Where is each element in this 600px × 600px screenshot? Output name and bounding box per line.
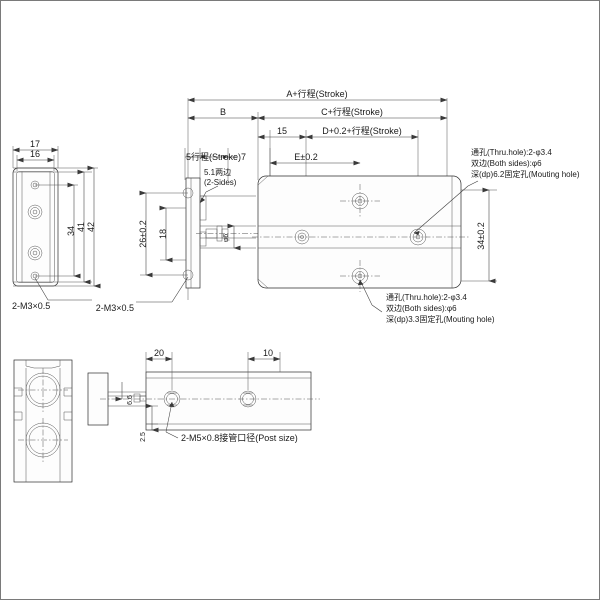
main-body-view: 34±0.2 [252, 175, 497, 292]
bottom-dim-20: 20 [154, 348, 164, 358]
left-dim-42: 42 [86, 222, 96, 232]
bottom-dim-6-6: 6.6 [127, 395, 134, 405]
top-dimension-stack: A+行程(Stroke) C+行程(Stroke) B 15 D+0.2+行程(… [184, 88, 448, 300]
bottom-side-view: 20 10 6.6 2.5 2-M5×0.8接管口径(Post size) [87, 348, 320, 443]
middle-bracket-view: 26±0.2 18 5.1两边 (2-Sides) φ6 2-M3×0.5 [96, 167, 262, 313]
callout-tr-line1: 通孔(Thru.hole):2-φ3.4 [471, 147, 552, 157]
callout-tr-line3: 深(dp)6.2固定孔(Mouting hole) [471, 169, 580, 179]
left-dim-17: 17 [30, 139, 40, 149]
callout-bt-line2: 双边(Both sides):φ6 [386, 303, 457, 313]
callout-top-right: 通孔(Thru.hole):2-φ3.4 双边(Both sides):φ6 深… [413, 147, 580, 236]
mid-thread-note: 2-M3×0.5 [96, 303, 134, 313]
left-dim-34: 34 [66, 226, 76, 236]
dim-d-stroke: D+0.2+行程(Stroke) [322, 125, 402, 136]
bottom-dim-2-5: 2.5 [140, 432, 147, 442]
left-end-view: 17 16 34 41 42 2-M3×0.5 [12, 139, 101, 311]
mid-dim-26: 26±0.2 [138, 220, 148, 247]
mid-note-5-1: 5.1两边 [204, 167, 231, 177]
bottom-dim-10: 10 [263, 348, 273, 358]
bottom-port-note: 2-M5×0.8接管口径(Post size) [181, 432, 298, 443]
callout-bt-line3: 深(dp)3.3固定孔(Mouting hole) [386, 314, 495, 324]
right-dim-34-tol: 34±0.2 [476, 222, 486, 249]
left-thread-note: 2-M3×0.5 [12, 301, 50, 311]
mid-dim-phi6: φ6 [223, 234, 230, 243]
mid-dim-18: 18 [158, 229, 168, 239]
dim-c-stroke: C+行程(Stroke) [321, 106, 383, 117]
dim-five-stroke-seven: 5行程(Stroke)7 [186, 151, 246, 162]
callout-bt-line1: 通孔(Thru.hole):2-φ3.4 [386, 292, 467, 302]
dim-15: 15 [277, 126, 287, 136]
mid-note-2-sides: (2-Sides) [204, 178, 237, 187]
callout-tr-line2: 双边(Both sides):φ6 [471, 158, 542, 168]
dim-b: B [220, 107, 226, 117]
dim-e-tol: E±0.2 [294, 152, 317, 162]
dim-a-stroke: A+行程(Stroke) [286, 88, 347, 99]
left-dim-41: 41 [76, 222, 86, 232]
left-dim-16: 16 [30, 149, 40, 159]
callout-bottom: 通孔(Thru.hole):2-φ3.4 双边(Both sides):φ6 深… [357, 279, 495, 324]
bottom-left-plan-view [13, 359, 73, 483]
